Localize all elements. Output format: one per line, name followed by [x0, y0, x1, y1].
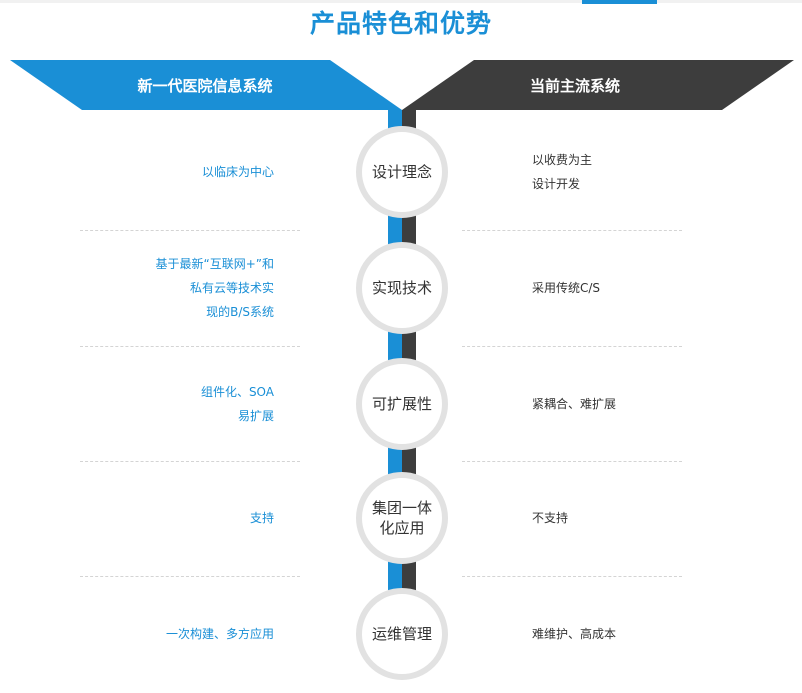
- page-title: 产品特色和优势: [309, 9, 492, 38]
- feature-label: 集团一体化应用: [371, 499, 432, 537]
- right-description: 以收费为主设计开发: [532, 148, 732, 196]
- left-description: 支持: [120, 506, 274, 530]
- feature-circle: 运维管理: [356, 588, 448, 680]
- left-description: 基于最新“互联网+”和私有云等技术实现的B/S系统: [120, 252, 275, 324]
- feature-label: 可扩展性: [371, 395, 432, 413]
- left-description-line: 一次构建、多方应用: [165, 627, 274, 641]
- header-banners: [10, 60, 794, 110]
- left-description-line: 现的B/S系统: [206, 305, 274, 319]
- row-divider-left: [80, 230, 300, 231]
- feature-label: 运维管理: [371, 625, 432, 643]
- left-description-line: 基于最新“互联网+”和: [155, 257, 275, 271]
- right-description-line: 难维护、高成本: [532, 627, 617, 641]
- feature-label: 实现技术: [371, 279, 432, 297]
- left-description: 组件化、SOA 易扩展: [120, 380, 274, 428]
- header-right-label: 当前主流系统: [529, 77, 620, 95]
- right-description-line: 不支持: [532, 511, 569, 525]
- right-description: 紧耦合、难扩展: [532, 392, 732, 416]
- header-right-banner: [402, 60, 794, 110]
- row-divider-right: [462, 346, 682, 347]
- feature-circle: 可扩展性: [356, 358, 448, 450]
- right-description: 采用传统C/S: [532, 276, 732, 300]
- row-divider-left: [80, 346, 300, 347]
- row-divider-left: [80, 461, 300, 462]
- feature-circle: 设计理念: [356, 126, 448, 218]
- left-description: 以临床为中心: [120, 160, 274, 184]
- right-description-line: 设计开发: [532, 177, 581, 191]
- left-description: 一次构建、多方应用: [120, 622, 274, 646]
- header-left-label: 新一代医院信息系统: [137, 77, 273, 95]
- top-accent-bar: [582, 0, 657, 4]
- top-border: [0, 0, 802, 3]
- right-description-line: 采用传统C/S: [532, 281, 601, 295]
- left-description-line: 易扩展: [237, 409, 274, 423]
- right-description: 难维护、高成本: [532, 622, 732, 646]
- row-divider-left: [80, 576, 300, 577]
- row-divider-right: [462, 230, 682, 231]
- feature-label: 设计理念: [371, 163, 432, 181]
- feature-circle: 实现技术: [356, 242, 448, 334]
- header-left-banner: [10, 60, 402, 110]
- right-description: 不支持: [532, 506, 732, 530]
- left-description-line: 支持: [249, 511, 274, 525]
- feature-circle: 集团一体化应用: [356, 472, 448, 564]
- right-description-line: 以收费为主: [532, 153, 593, 167]
- row-divider-right: [462, 461, 682, 462]
- left-description-line: 以临床为中心: [201, 165, 274, 179]
- left-description-line: 私有云等技术实: [189, 281, 274, 295]
- left-description-line: 组件化、SOA: [200, 385, 274, 399]
- right-description-line: 紧耦合、难扩展: [532, 397, 617, 411]
- row-divider-right: [462, 576, 682, 577]
